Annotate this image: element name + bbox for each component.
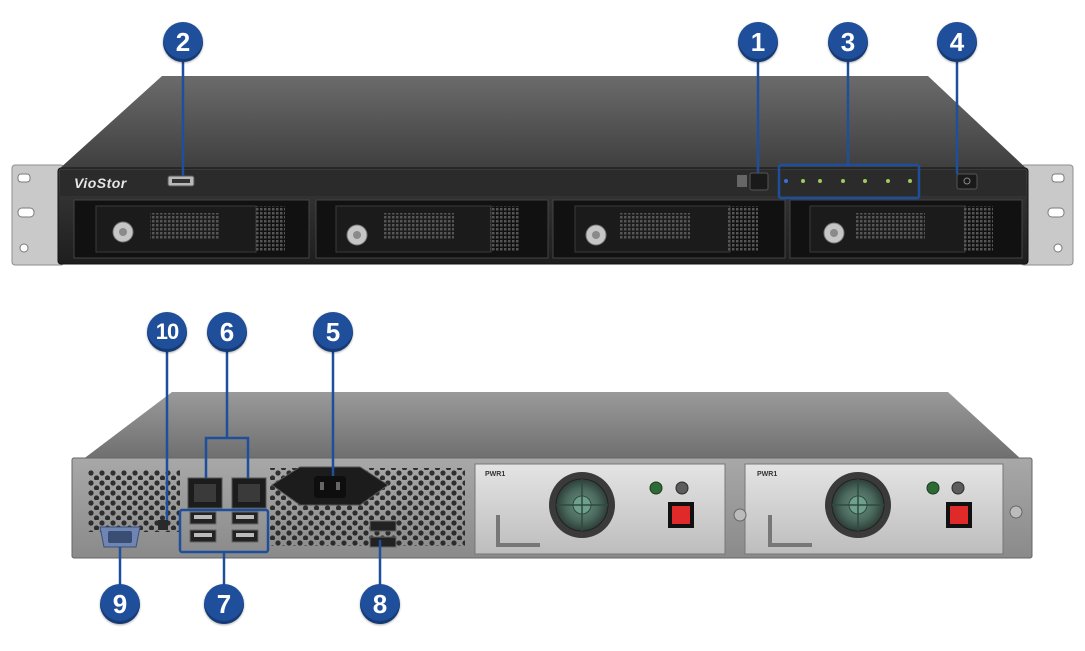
front-top-lid [58,76,1028,170]
callout-3: 3 [828,22,868,62]
left-rack-ear [11,164,65,266]
psu-1-label: PWR1 [485,471,505,478]
vga-port [99,526,141,548]
drive-tray-2 [315,199,549,259]
power-supply-1: PWR1 [474,463,726,555]
power-button-front [749,172,769,191]
copy-button [737,175,747,187]
lan-ports [187,477,267,509]
power-button-right [956,173,978,190]
drive-tray-4 [789,199,1023,259]
drive-tray-1 [73,199,310,259]
ac-power-inlet [271,466,389,506]
callout-5: 5 [313,312,353,352]
callout-10: 10 [147,312,187,352]
right-rack-ear [1020,164,1074,266]
reset-port [158,520,168,530]
callout-4: 4 [937,22,977,62]
callout-9: 9 [100,584,140,624]
rear-top-lid [82,392,1022,460]
status-leds [784,179,912,183]
brand-logo-text: VioStor [74,175,127,191]
callout-1: 1 [738,22,778,62]
psu-2-label: PWR1 [757,471,777,478]
callout-7: 7 [204,584,244,624]
leader-lines [118,62,959,585]
rear-usb-ports [189,511,259,543]
drive-tray-3 [552,199,786,259]
callout-8: 8 [360,584,400,624]
power-supply-2: PWR1 [744,463,1023,555]
callout-6: 6 [207,312,247,352]
front-unit [11,76,1074,266]
callout-2: 2 [163,22,203,62]
esata-ports [369,520,397,548]
rear-unit: PWR1 PWR1 [71,392,1033,559]
